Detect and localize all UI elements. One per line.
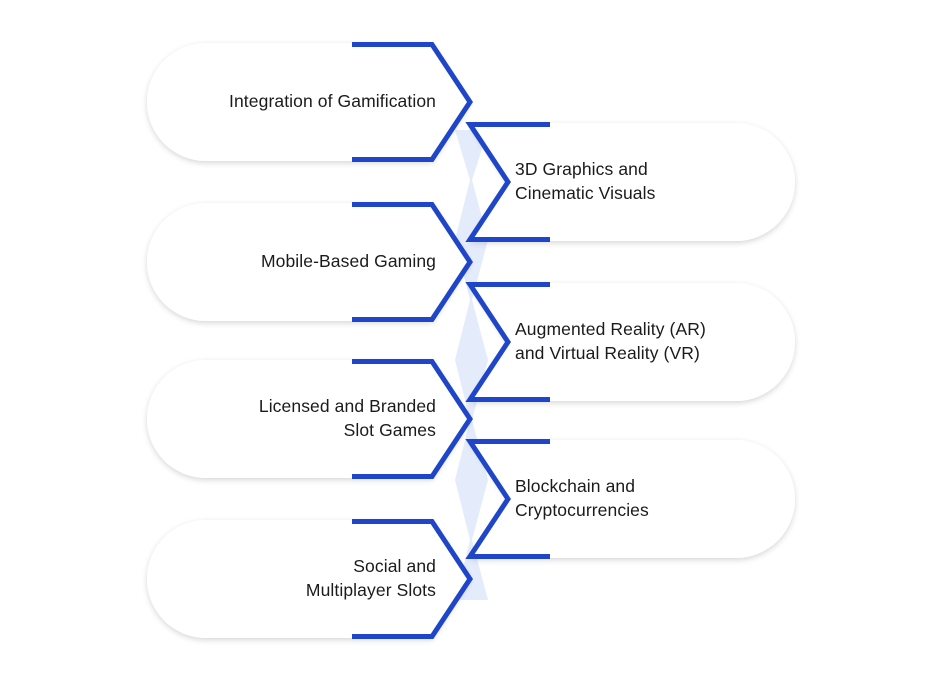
card-shape: [147, 43, 470, 161]
card-1: [147, 42, 473, 162]
card-5: [147, 359, 473, 479]
card-label-line: Mobile-Based Gaming: [260, 251, 436, 271]
card-3: [147, 202, 473, 322]
card-label-3: Mobile-Based Gaming: [261, 249, 436, 273]
card-label-4: Augmented Reality (AR) and Virtual Realit…: [515, 317, 706, 365]
card-accent-chevron: [465, 122, 550, 242]
card-shape: [147, 203, 470, 321]
card-7: [147, 519, 473, 639]
card-label-line: Slot Games: [343, 420, 436, 440]
card-shape: [470, 123, 795, 241]
card-label-line: Integration of Gamification: [229, 91, 436, 111]
card-label-line: Licensed and Branded: [258, 396, 436, 416]
card-label-line: Cryptocurrencies: [515, 500, 649, 520]
card-2: [465, 122, 795, 242]
card-accent-chevron: [465, 282, 550, 402]
card-shape: [470, 440, 795, 558]
card-accent-chevron: [465, 439, 550, 559]
card-accent-chevron: [352, 42, 473, 162]
card-accent-chevron: [352, 202, 473, 322]
card-4: [465, 282, 795, 402]
card-label-line: Multiplayer Slots: [305, 580, 436, 600]
card-label-line: and Virtual Reality (VR): [515, 343, 700, 363]
card-label-1: Integration of Gamification: [229, 89, 436, 113]
card-6: [465, 439, 795, 559]
card-label-line: 3D Graphics and: [515, 159, 648, 179]
card-label-line: Augmented Reality (AR): [515, 319, 706, 339]
card-shape: [147, 360, 470, 478]
card-label-line: Social and: [353, 556, 436, 576]
card-shape: [147, 520, 470, 638]
card-shape: [470, 283, 795, 401]
card-label-line: Blockchain and: [515, 476, 636, 496]
card-accent-chevron: [352, 359, 473, 479]
center-connector: [455, 130, 488, 600]
card-label-line: Cinematic Visuals: [515, 183, 656, 203]
card-accent-chevron: [352, 519, 473, 639]
